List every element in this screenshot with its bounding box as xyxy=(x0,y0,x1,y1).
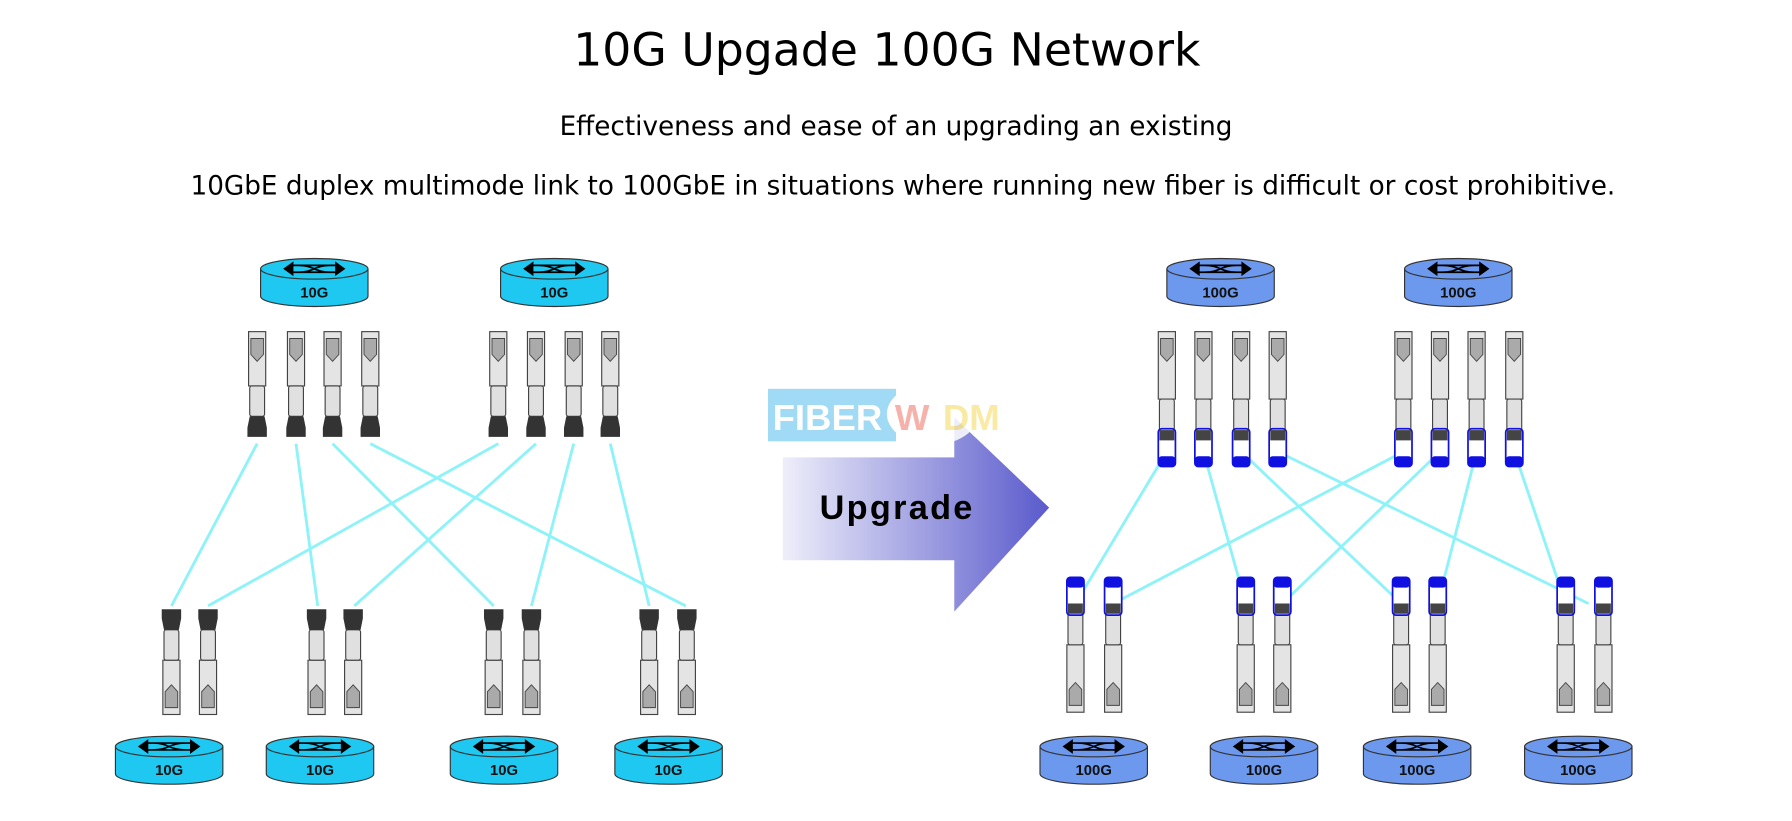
switch-speed-label: 100G xyxy=(1202,285,1238,301)
top-switch-10g: 10G xyxy=(499,257,609,308)
fiber-link xyxy=(369,442,687,608)
qsfp-transceiver xyxy=(1430,331,1450,468)
switch-arrows-icon xyxy=(472,739,536,754)
sfp-transceiver xyxy=(639,609,659,716)
sfp-transceiver xyxy=(247,331,267,437)
fiber-link xyxy=(1074,450,1169,605)
fiber-link xyxy=(1240,450,1403,605)
qsfp-transceiver xyxy=(1194,331,1213,468)
bottom-switch-100g: 100G xyxy=(1524,735,1633,785)
top-switch-100g: 100G xyxy=(1404,257,1513,308)
sfp-transceiver xyxy=(286,331,306,437)
bottom-switch-10g: 10G xyxy=(614,735,723,785)
switch-speed-label: 10G xyxy=(306,763,334,779)
switch-arrows-icon xyxy=(137,739,201,754)
switch-arrows-icon xyxy=(637,739,700,754)
qsfp-transceiver xyxy=(1157,331,1177,468)
switch-speed-label: 10G xyxy=(490,763,518,779)
page-title: 10G Upgade 100G Network xyxy=(573,23,1201,76)
switch-speed-label: 100G xyxy=(1246,763,1282,779)
switch-arrows-icon xyxy=(283,261,346,277)
sfp-transceiver xyxy=(161,609,182,716)
logo-part-3: DM xyxy=(943,397,1000,438)
qsfp-transceiver xyxy=(1467,331,1486,468)
switch-arrows-icon xyxy=(1189,261,1252,277)
sfp-transceiver xyxy=(521,609,542,716)
switch-speed-label: 10G xyxy=(540,285,568,301)
fiber-link xyxy=(294,443,320,607)
subtitle-line-1: Effectiveness and ease of an upgrading a… xyxy=(560,112,1233,142)
sfp-transceiver xyxy=(526,331,546,437)
sfp-transceiver xyxy=(484,609,504,716)
switch-speed-label: 10G xyxy=(655,763,683,779)
sfp-transceiver xyxy=(360,331,380,437)
qsfp-transceiver xyxy=(1268,331,1288,468)
bottom-switch-100g: 100G xyxy=(1039,735,1148,785)
qsfp-transceiver xyxy=(1391,576,1411,713)
upgrade-arrow: Upgrade xyxy=(782,417,1050,612)
qsfp-transceiver xyxy=(1594,576,1613,713)
sfp-transceiver xyxy=(564,331,584,437)
bottom-switch-10g: 10G xyxy=(114,735,224,785)
switch-speed-label: 10G xyxy=(155,763,183,779)
bottom-switch-10g: 10G xyxy=(449,735,559,785)
sfp-transceiver xyxy=(322,331,343,437)
fiber-links xyxy=(170,442,1590,608)
upgrade-label: Upgrade xyxy=(820,489,975,527)
sfp-transceiver xyxy=(306,609,327,716)
logo-part-2: W xyxy=(895,397,930,438)
devices: 10G 10G 10G 10G 10G 10G 100G 100G 100G 100G 100G 10… xyxy=(114,257,1633,785)
qsfp-transceiver xyxy=(1394,331,1413,468)
switch-arrows-icon xyxy=(1427,261,1490,277)
fiber-link xyxy=(207,442,499,608)
qsfp-transceiver xyxy=(1236,576,1256,713)
switch-arrows-icon xyxy=(1062,739,1125,754)
top-switch-10g: 10G xyxy=(260,257,369,308)
qsfp-transceiver xyxy=(1231,331,1251,468)
fiber-link xyxy=(170,442,259,607)
switch-arrows-icon xyxy=(1232,739,1296,754)
fiber-link xyxy=(331,442,495,607)
fiberwdm-logo: FIBER W DM xyxy=(768,383,1000,445)
switch-speed-label: 100G xyxy=(1076,763,1112,779)
fiber-link xyxy=(530,443,576,607)
sfp-transceiver xyxy=(488,331,508,437)
fiber-link xyxy=(1112,450,1405,605)
switch-speed-label: 100G xyxy=(1560,763,1596,779)
sfp-transceiver xyxy=(198,609,218,716)
fiber-link xyxy=(353,442,537,607)
switch-arrows-icon xyxy=(288,739,352,754)
qsfp-transceiver xyxy=(1428,576,1448,713)
switch-arrows-icon xyxy=(1547,739,1610,754)
subtitle-line-2: 10GbE duplex multimode link to 100GbE in… xyxy=(190,172,1615,202)
fiber-link xyxy=(608,443,651,607)
switch-arrows-icon xyxy=(1385,739,1449,754)
switch-speed-label: 100G xyxy=(1399,763,1435,779)
qsfp-transceiver xyxy=(1066,576,1085,713)
sfp-transceiver xyxy=(600,331,620,437)
logo-part-1: FIBER xyxy=(773,397,883,438)
sfp-transceiver xyxy=(677,609,697,716)
sfp-transceiver xyxy=(343,609,363,716)
switch-speed-label: 10G xyxy=(300,285,328,301)
bottom-switch-10g: 10G xyxy=(265,735,375,785)
qsfp-transceiver xyxy=(1504,331,1524,468)
bottom-switch-100g: 100G xyxy=(1209,735,1319,785)
qsfp-transceiver xyxy=(1272,576,1292,713)
bottom-switch-100g: 100G xyxy=(1362,735,1472,785)
switch-arrows-icon xyxy=(523,261,586,277)
fiber-link xyxy=(1281,450,1441,605)
top-switch-100g: 100G xyxy=(1166,257,1275,308)
qsfp-transceiver xyxy=(1103,576,1123,713)
fiber-link xyxy=(1277,450,1590,605)
switch-speed-label: 100G xyxy=(1440,285,1476,301)
qsfp-transceiver xyxy=(1556,576,1576,713)
